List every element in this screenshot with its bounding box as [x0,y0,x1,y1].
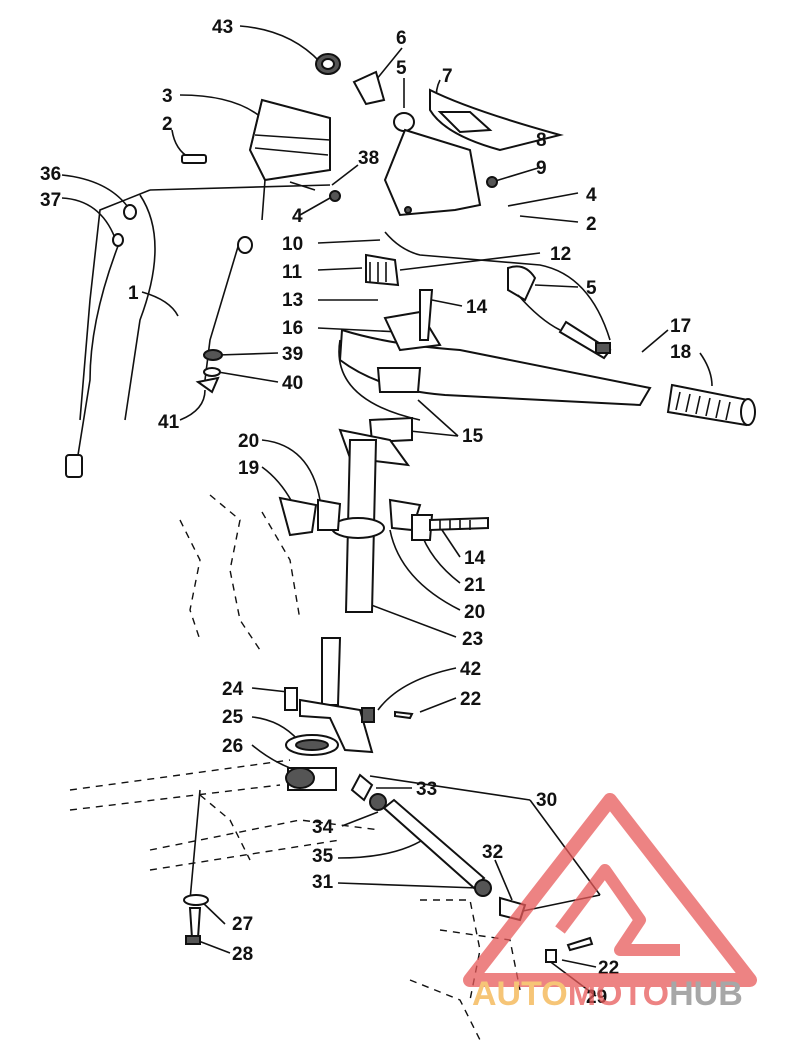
handlebar-pod [329,88,564,217]
callout-2-upper: 2 [162,114,173,135]
callout-41: 41 [158,412,180,433]
callout-9: 9 [536,158,547,179]
callout-labels: 43 6 5 7 3 2 8 38 9 36 37 4 4 2 10 12 11… [40,17,691,1008]
callout-15: 15 [462,426,484,447]
callout-14-lower: 14 [464,548,486,569]
callout-12: 12 [550,244,571,265]
callout-4-right: 4 [586,185,597,206]
callout-40: 40 [282,373,303,394]
callout-6: 6 [396,28,407,49]
leader-lines [61,25,713,997]
steering-post [278,439,489,613]
callout-20-lower: 20 [464,602,485,623]
callout-26: 26 [222,736,243,757]
tie-rod-assembly [350,773,594,963]
callout-10: 10 [282,234,303,255]
callout-3: 3 [162,86,173,107]
callout-16: 16 [282,318,303,339]
callout-30: 30 [536,790,557,811]
callout-19: 19 [238,458,259,479]
callout-42: 42 [460,659,481,680]
callout-39: 39 [282,344,303,365]
svg-text:AUTOMOTOHUB: AUTOMOTOHUB [472,975,743,1013]
watermark-text-moto: MOTO [568,975,669,1013]
callout-22-upper: 22 [460,689,481,710]
callout-37: 37 [40,190,61,211]
callout-1: 1 [128,283,139,304]
callout-28: 28 [232,944,253,965]
watermark-triangle-icon [463,793,757,987]
callout-32: 32 [482,842,503,863]
callout-13: 13 [282,290,303,311]
frame-phantom [69,494,521,1041]
callout-5-upper: 5 [396,58,407,79]
callout-14-upper: 14 [466,297,488,318]
watermark-text-auto: AUTO [472,975,568,1013]
callout-31: 31 [312,872,334,893]
callout-11: 11 [282,262,303,283]
callout-33: 33 [416,779,437,800]
callout-36: 36 [40,164,61,185]
lower-steering [284,637,414,791]
callout-25: 25 [222,707,244,728]
callout-21: 21 [464,575,486,596]
watermark-text-hub: HUB [669,975,743,1013]
callout-5-right: 5 [586,278,597,299]
speedometer-assembly [181,98,331,221]
callout-23: 23 [462,629,483,650]
callout-2-right: 2 [586,214,597,235]
callout-8: 8 [536,130,547,151]
callout-43: 43 [212,17,233,38]
watermark-inner-mark-icon [555,864,680,956]
callout-34: 34 [312,817,334,838]
callout-17: 17 [670,316,691,337]
callout-35: 35 [312,846,334,867]
callout-18: 18 [670,342,691,363]
callout-29: 29 [586,987,607,1008]
callout-7: 7 [442,66,453,87]
callout-27: 27 [232,914,253,935]
callout-20-upper: 20 [238,431,259,452]
callout-38: 38 [358,148,379,169]
callout-4-left: 4 [292,206,303,227]
callout-24: 24 [222,679,244,700]
watermark-logo: AUTOMOTOHUB [463,793,757,1013]
wiring-and-switch [65,184,612,478]
